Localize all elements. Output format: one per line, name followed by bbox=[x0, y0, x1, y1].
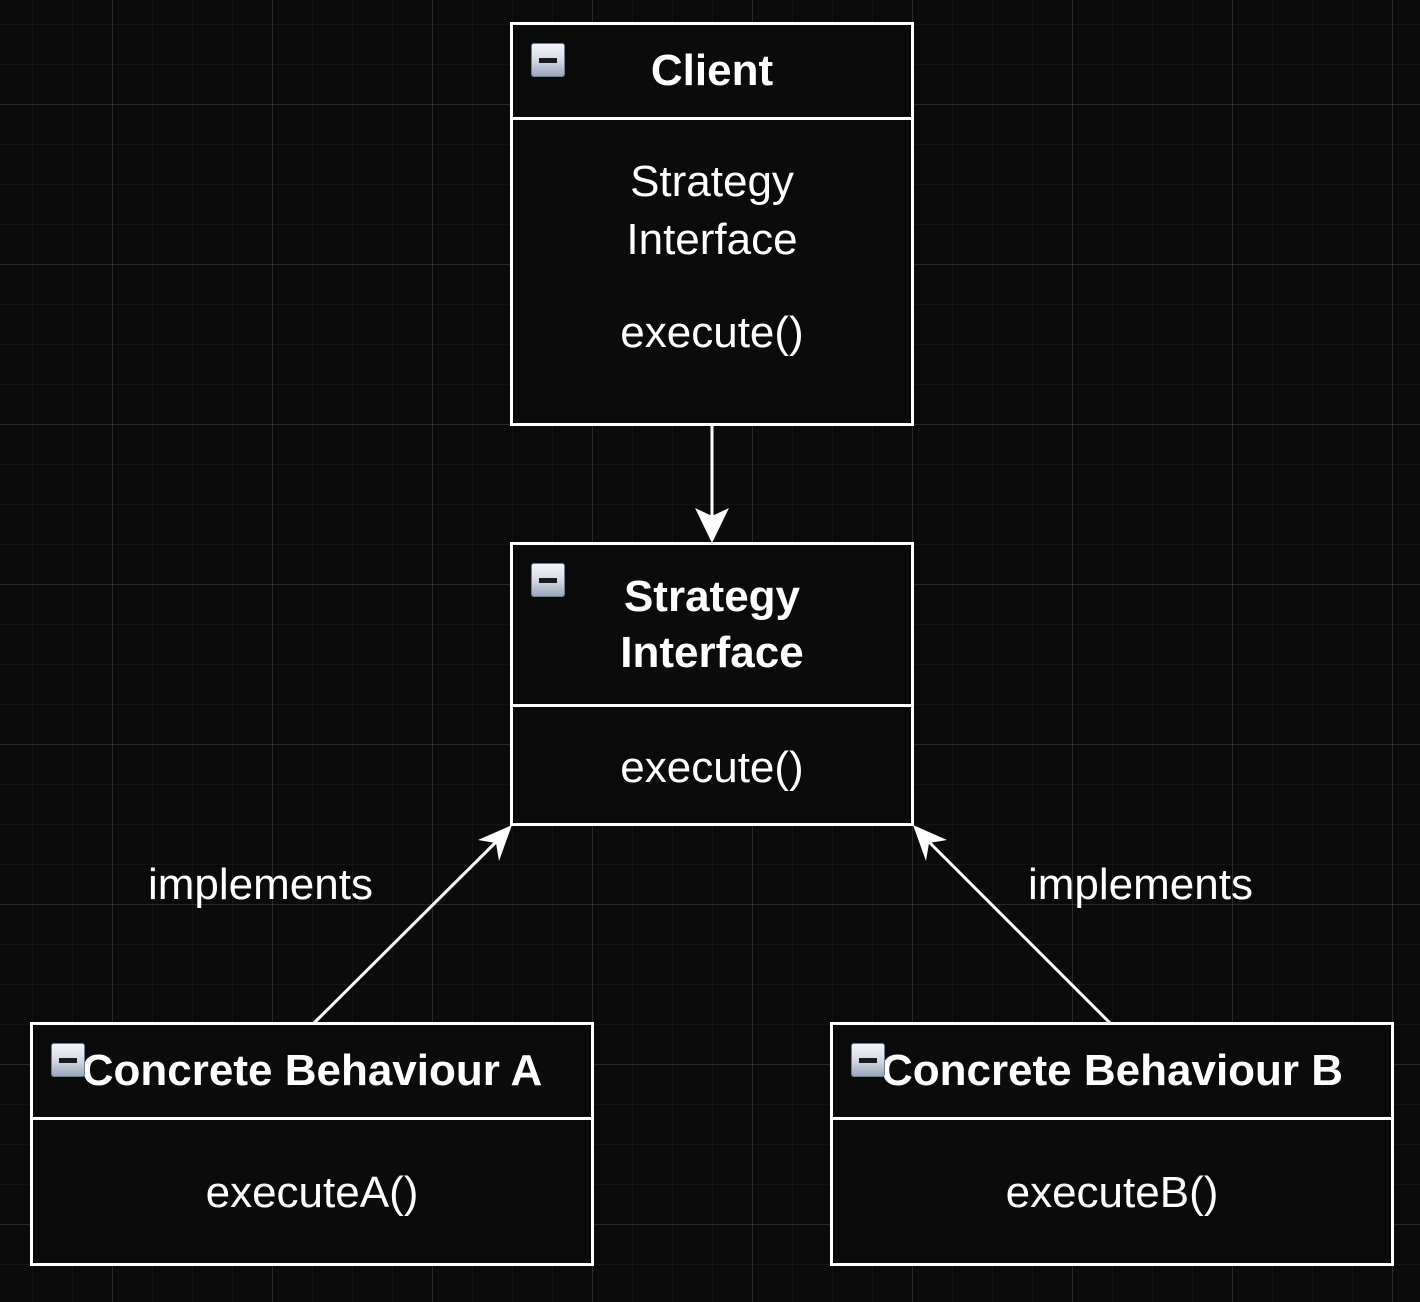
class-client-method: execute() bbox=[620, 308, 804, 357]
class-client-attribute: Strategy Interface bbox=[626, 157, 798, 264]
class-client-name: Client bbox=[650, 46, 774, 95]
class-concrete-behaviour-a[interactable]: Concrete Behaviour A executeA() bbox=[30, 1022, 594, 1266]
class-concrete-a-header: Concrete Behaviour A bbox=[33, 1025, 591, 1120]
arrowhead-icon bbox=[695, 508, 729, 543]
class-concrete-behaviour-b[interactable]: Concrete Behaviour B executeB() bbox=[830, 1022, 1394, 1266]
arrowhead-icon bbox=[478, 825, 512, 861]
class-concrete-b-body: executeB() bbox=[833, 1120, 1391, 1222]
collapse-minus-icon[interactable] bbox=[531, 563, 565, 597]
class-client-header: Client bbox=[513, 25, 911, 120]
edge-label-b-implements[interactable]: implements bbox=[1028, 860, 1253, 909]
edge-label-a-implements[interactable]: implements bbox=[148, 860, 373, 909]
class-concrete-a-body: executeA() bbox=[33, 1120, 591, 1222]
class-concrete-a-method: executeA() bbox=[205, 1168, 419, 1217]
class-concrete-a-name: Concrete Behaviour A bbox=[81, 1046, 543, 1095]
edge-a-implements[interactable] bbox=[311, 825, 512, 1026]
class-concrete-b-header: Concrete Behaviour B bbox=[833, 1025, 1391, 1120]
class-client[interactable]: Client Strategy Interface execute() bbox=[510, 22, 914, 426]
edge-b-implements[interactable] bbox=[913, 825, 1113, 1026]
class-client-body: Strategy Interface execute() bbox=[513, 120, 911, 362]
edge-client-to-strategy[interactable] bbox=[695, 424, 729, 543]
collapse-minus-icon[interactable] bbox=[531, 43, 565, 77]
class-strategy-header: Strategy Interface bbox=[513, 545, 911, 707]
class-strategy-name: Strategy Interface bbox=[620, 571, 804, 677]
collapse-minus-icon[interactable] bbox=[851, 1043, 885, 1077]
class-strategy-body: execute() bbox=[513, 707, 911, 797]
class-concrete-b-method: executeB() bbox=[1005, 1168, 1219, 1217]
class-strategy-interface[interactable]: Strategy Interface execute() bbox=[510, 542, 914, 826]
class-concrete-b-name: Concrete Behaviour B bbox=[880, 1046, 1344, 1095]
class-strategy-method: execute() bbox=[620, 743, 804, 792]
arrowhead-icon bbox=[913, 825, 947, 861]
collapse-minus-icon[interactable] bbox=[51, 1043, 85, 1077]
